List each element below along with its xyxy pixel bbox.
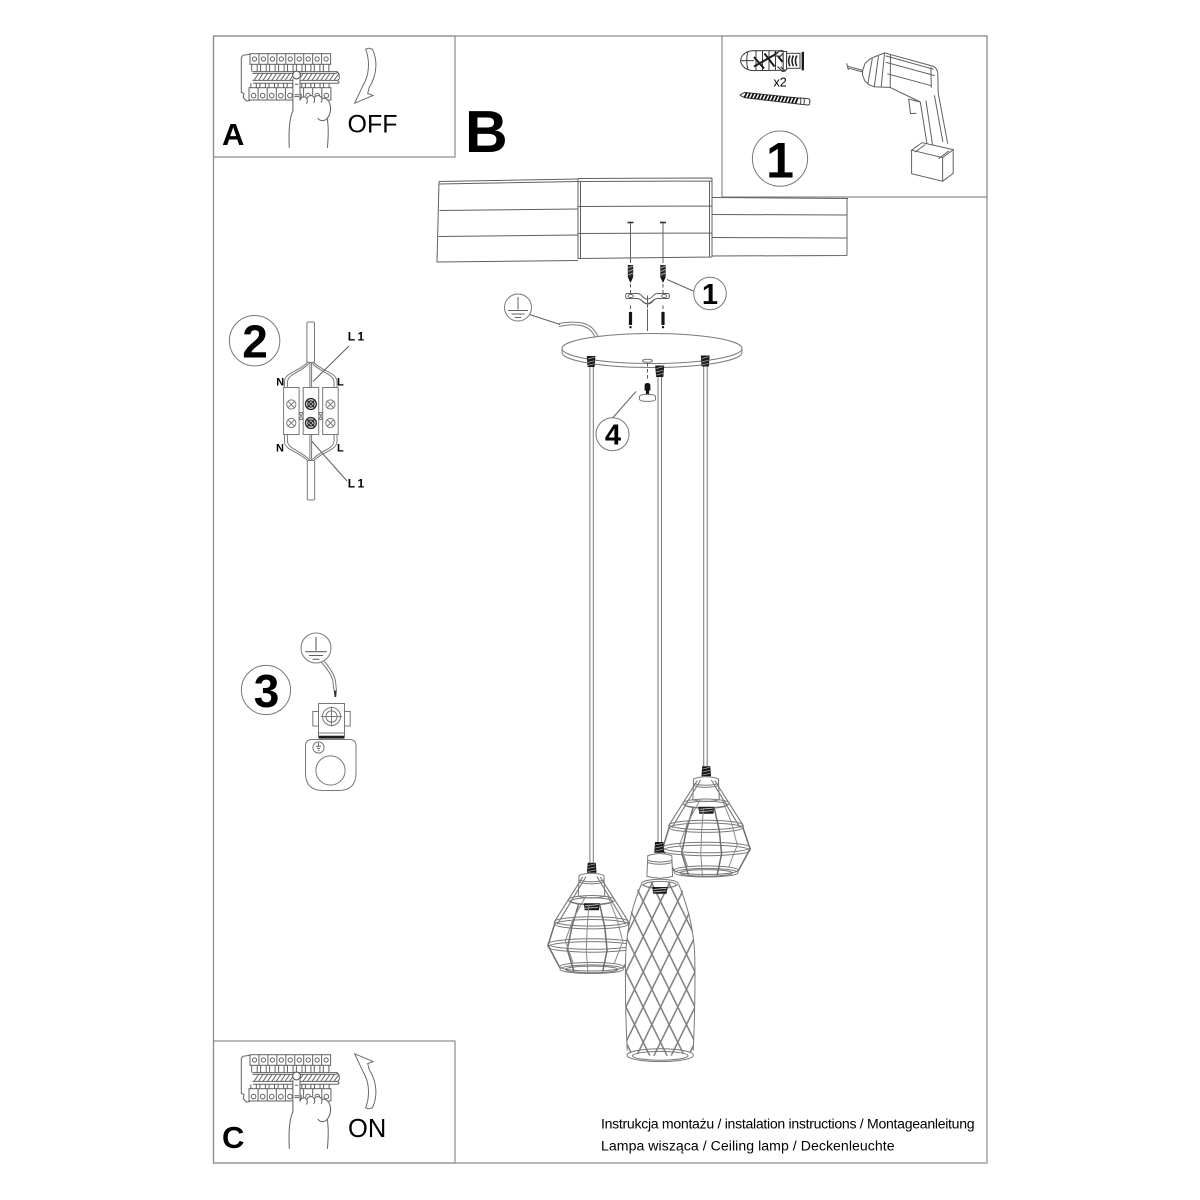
svg-text:L: L — [337, 377, 344, 389]
svg-text:x2: x2 — [774, 75, 787, 89]
svg-text:L 1: L 1 — [348, 329, 365, 343]
svg-text:OFF: OFF — [348, 111, 398, 139]
svg-text:N: N — [276, 443, 284, 455]
svg-text:A: A — [222, 117, 244, 152]
svg-text:1: 1 — [702, 279, 718, 311]
svg-text:N: N — [276, 377, 284, 389]
svg-text:B: B — [465, 99, 508, 165]
svg-text:4: 4 — [605, 420, 621, 452]
svg-text:1: 1 — [766, 132, 794, 188]
svg-text:2: 2 — [242, 316, 268, 368]
svg-text:Instrukcja montażu / instalati: Instrukcja montażu / instalation instruc… — [601, 1116, 974, 1132]
svg-text:C: C — [222, 1120, 244, 1155]
svg-text:L: L — [337, 443, 344, 455]
svg-text:Lampa wisząca / Ceiling lamp /: Lampa wisząca / Ceiling lamp / Deckenleu… — [601, 1138, 895, 1154]
svg-text:ON: ON — [348, 1115, 386, 1143]
svg-text:3: 3 — [254, 665, 280, 717]
svg-text:L 1: L 1 — [348, 476, 365, 490]
